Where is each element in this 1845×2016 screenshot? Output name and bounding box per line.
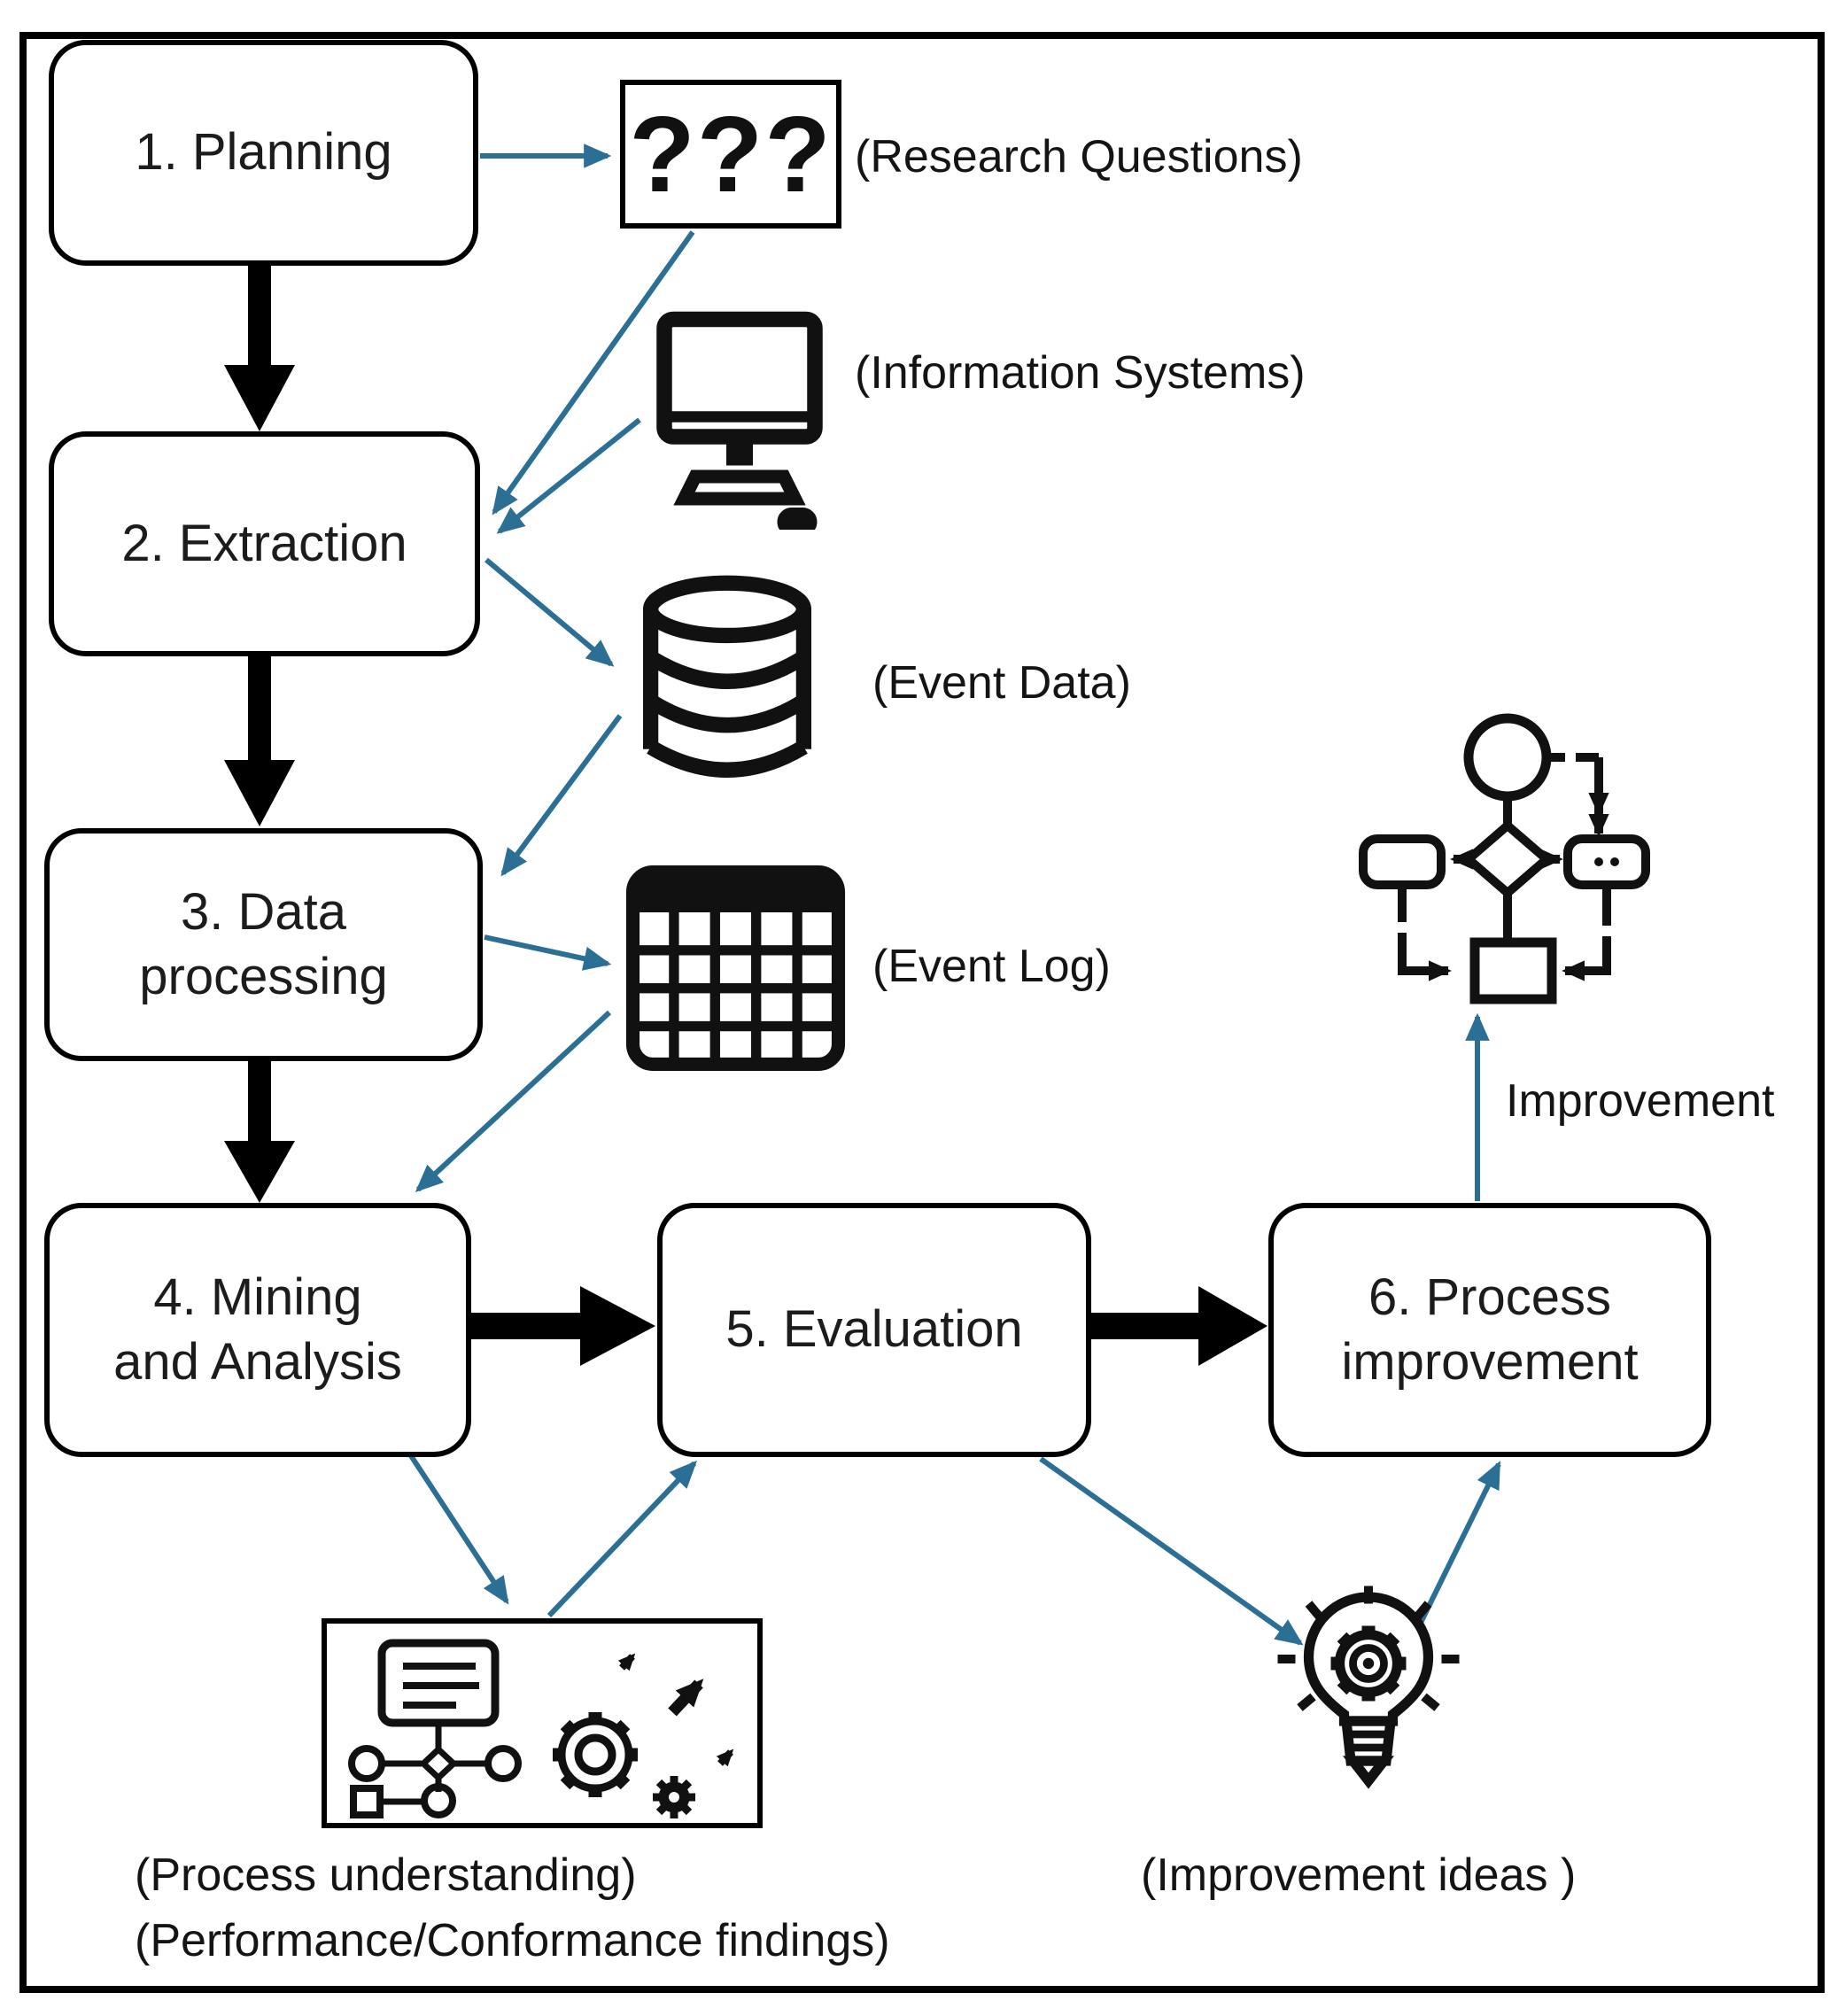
blue-data-arrows [407,143,1501,1646]
event-log-table-icon [625,865,846,1071]
diagram-border [19,32,1825,1993]
node-extraction-label: 2. Extraction [121,514,407,572]
question-marks: ??? [629,94,833,214]
node-evaluation: 5. Evaluation [657,1203,1091,1457]
black-flow-arrows [224,264,1267,1366]
information-systems-label: (Information Systems) [855,347,1306,399]
node-evaluation-label: 5. Evaluation [725,1300,1023,1359]
bpmn-model-icon [1359,713,1650,1004]
node-extraction: 2. Extraction [49,431,480,656]
improvement-ideas-label: (Improvement ideas ) [1141,1849,1577,1901]
node-data-processing: 3. Data processing [44,828,483,1061]
node-mining-analysis-label: 4. Mining and Analysis [113,1268,402,1391]
node-planning: 1. Planning [49,40,478,266]
node-data-processing-label: 3. Data processing [139,883,388,1005]
lightbulb-gear-icon [1277,1586,1460,1789]
node-mining-analysis: 4. Mining and Analysis [44,1203,471,1457]
improvement-arrow-label: Improvement [1506,1075,1775,1127]
process-understanding-label: (Process understanding) [135,1849,637,1901]
analysis-icon-box [322,1618,763,1828]
node-process-improvement: 6. Process improvement [1268,1203,1711,1457]
node-process-improvement-label: 6. Process improvement [1341,1268,1639,1391]
database-icon [642,575,812,778]
event-log-label: (Event Log) [872,941,1111,992]
node-planning-label: 1. Planning [135,123,392,182]
event-data-label: (Event Data) [872,657,1131,709]
research-questions-label: (Research Questions) [855,131,1303,182]
research-questions-box: ??? [620,80,841,229]
analysis-icon [348,1639,734,1818]
computer-icon [656,311,823,530]
performance-conformance-label: (Performance/Conformance findings) [135,1915,890,1966]
